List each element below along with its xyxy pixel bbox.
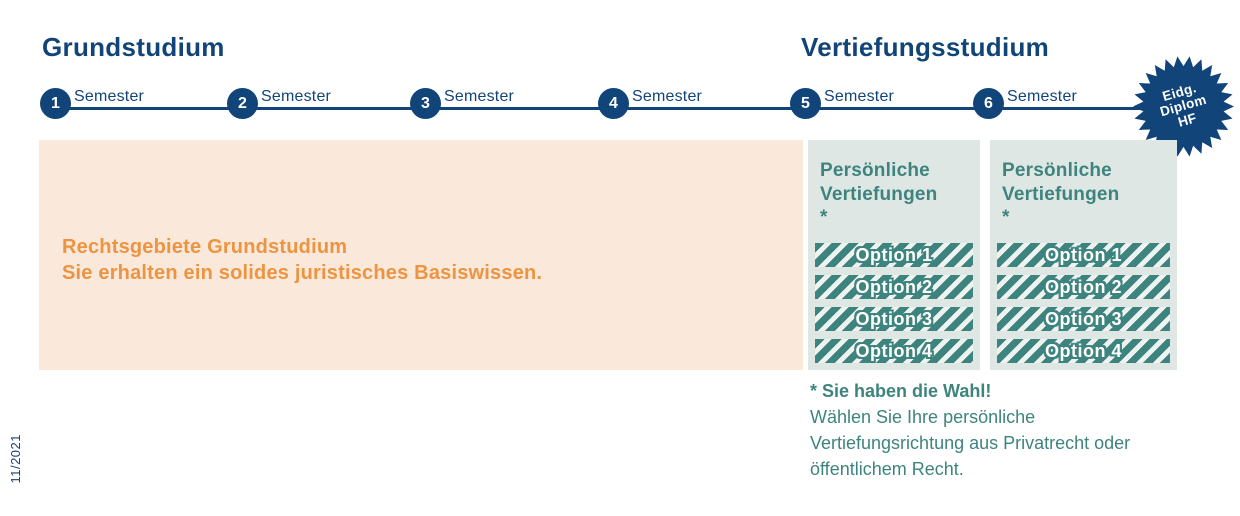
semester-3-label: Semester <box>444 88 515 105</box>
grundstudium-box-line1: Rechtsgebiete Grundstudium <box>62 236 348 258</box>
semester-4-circle: 4 <box>598 88 629 119</box>
vertiefung-box1-asterisk: * <box>820 207 828 228</box>
option-label: Option 2 <box>855 276 933 297</box>
version-date-label: 11/2021 <box>8 434 23 484</box>
grundstudium-box: Rechtsgebiete Grundstudium Sie erhalten … <box>39 140 803 370</box>
semester-node-3: 3 Semester <box>410 88 514 119</box>
option-bar: Option 4 <box>997 339 1170 363</box>
option-bar: Option 2 <box>815 275 973 299</box>
semester-1-label: Semester <box>74 88 145 105</box>
diploma-badge: Eidg. Diplom HF <box>1133 56 1234 157</box>
choice-footnote: * Sie haben die Wahl! Wählen Sie Ihre pe… <box>810 378 1155 482</box>
option-label: Option 1 <box>1045 244 1122 265</box>
option-bar: Option 1 <box>997 243 1170 267</box>
semester-3-circle: 3 <box>410 88 441 119</box>
vertiefung-box-semester6: Persönliche Vertiefungen * Option 1 Opti… <box>990 140 1177 370</box>
semester-5-circle: 5 <box>790 88 821 119</box>
diploma-badge-star <box>1133 56 1234 157</box>
grundstudium-box-text: Rechtsgebiete Grundstudium Sie erhalten … <box>62 234 542 286</box>
vertiefung-box2-asterisk: * <box>1002 207 1010 228</box>
semester-node-5: 5 Semester <box>790 88 894 119</box>
semester-2-circle: 2 <box>227 88 258 119</box>
semester-node-4: 4 Semester <box>598 88 702 119</box>
option-label: Option 2 <box>1045 276 1122 297</box>
semester-node-2: 2 Semester <box>227 88 331 119</box>
semester-node-6: 6 Semester <box>973 88 1077 119</box>
option-label: Option 1 <box>855 244 933 265</box>
semester-6-circle: 6 <box>973 88 1004 119</box>
option-bar: Option 4 <box>815 339 973 363</box>
semester-6-label: Semester <box>1007 88 1078 105</box>
option-label: Option 4 <box>1045 340 1122 361</box>
option-bar: Option 2 <box>997 275 1170 299</box>
vertiefungsstudium-title: Vertiefungsstudium <box>801 32 1050 62</box>
vertiefung-box2-title: Persönliche Vertiefungen <box>1002 160 1120 205</box>
grundstudium-title: Grundstudium <box>42 32 225 62</box>
option-bar: Option 1 <box>815 243 973 267</box>
semester-2-label: Semester <box>261 88 332 105</box>
diploma-badge-line3: HF <box>1176 109 1199 130</box>
vertiefung-box1-title: Persönliche Vertiefungen <box>820 160 938 205</box>
option-bar: Option 3 <box>997 307 1170 331</box>
option-label: Option 4 <box>855 340 933 361</box>
semester-node-1: 1 Semester <box>40 88 144 119</box>
grundstudium-box-line2: Sie erhalten ein solides juristisches Ba… <box>62 262 543 284</box>
option-bar: Option 3 <box>815 307 973 331</box>
diploma-badge-star-svg <box>1133 56 1234 157</box>
option-label: Option 3 <box>1045 308 1122 329</box>
vertiefung-box1-options: Option 1 Option 2 Option 3 Option 4 <box>815 243 973 371</box>
vertiefung-box2-options: Option 1 Option 2 Option 3 Option 4 <box>997 243 1170 371</box>
vertiefung-box-semester5: Persönliche Vertiefungen * Option 1 Opti… <box>808 140 980 370</box>
semester-5-label: Semester <box>824 88 895 105</box>
semester-4-label: Semester <box>632 88 703 105</box>
semester-1-circle: 1 <box>40 88 71 119</box>
option-label: Option 3 <box>855 308 933 329</box>
choice-footnote-heading: * Sie haben die Wahl! <box>810 381 992 401</box>
choice-footnote-text: Wählen Sie Ihre persönliche Vertiefungsr… <box>810 407 1131 479</box>
